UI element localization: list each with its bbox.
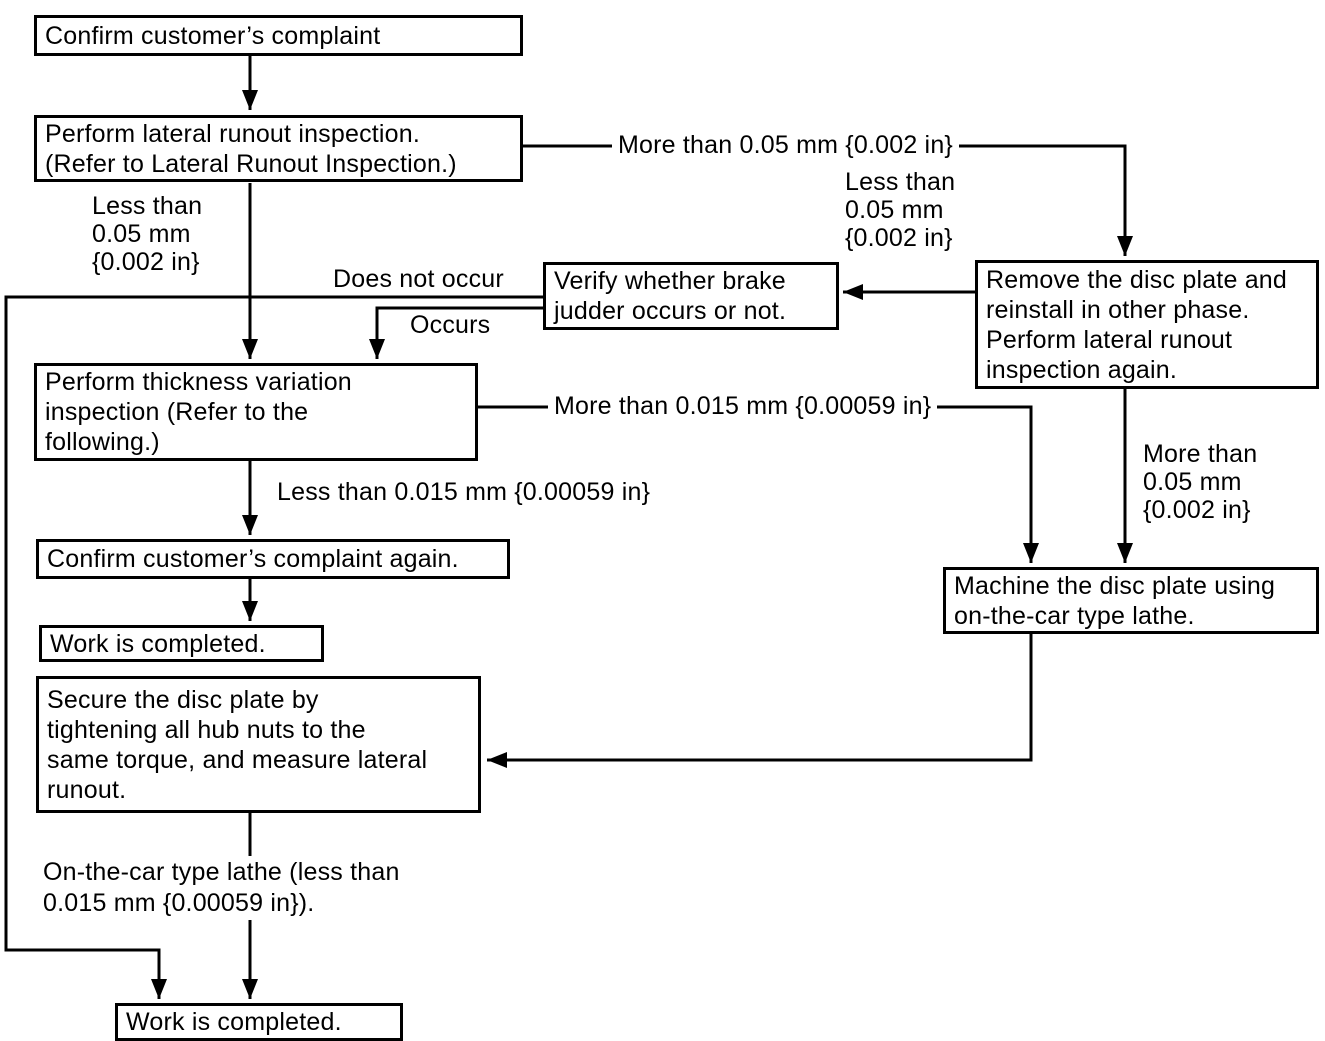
box-thickness-variation: Perform thickness variation inspection (… — [34, 363, 478, 461]
arrow-lateral-to-remove — [522, 144, 1133, 256]
label-more-than-005-right: More than 0.05 mm {0.002 in} — [1143, 440, 1258, 524]
label-less-than-0015: Less than 0.015 mm {0.00059 in} — [277, 478, 651, 506]
box-work-completed-first: Work is completed. — [39, 625, 324, 662]
label-less-than-005-right: Less than 0.05 mm {0.002 in} — [845, 168, 956, 252]
arrow-machine-to-secure — [487, 634, 1033, 768]
box-secure-disc: Secure the disc plate by tightening all … — [36, 676, 481, 813]
label-more-than-005-top: More than 0.05 mm {0.002 in} — [612, 130, 959, 160]
box-verify-judder: Verify whether brake judder occurs or no… — [543, 262, 839, 330]
arrow-verify-occurs-to-thickness — [369, 306, 543, 359]
box-confirm-complaint: Confirm customer’s complaint — [34, 15, 523, 56]
label-does-not-occur: Does not occur — [333, 265, 504, 293]
box-machine-disc: Machine the disc plate using on-the-car … — [943, 567, 1319, 634]
label-less-than-005-left: Less than 0.05 mm {0.002 in} — [92, 192, 203, 276]
box-confirm-again: Confirm customer’s complaint again. — [36, 539, 510, 579]
label-occurs: Occurs — [410, 311, 491, 339]
label-on-the-car-lathe: On-the-car type lathe (less than 0.015 m… — [37, 856, 406, 920]
box-lateral-runout: Perform lateral runout inspection. (Refe… — [34, 115, 523, 182]
box-remove-disc: Remove the disc plate and reinstall in o… — [975, 260, 1319, 389]
box-work-completed-final: Work is completed. — [115, 1003, 403, 1041]
arrow-verify-does-not-occur-to-work — [4, 295, 543, 999]
label-more-than-0015: More than 0.015 mm {0.00059 in} — [548, 391, 938, 421]
